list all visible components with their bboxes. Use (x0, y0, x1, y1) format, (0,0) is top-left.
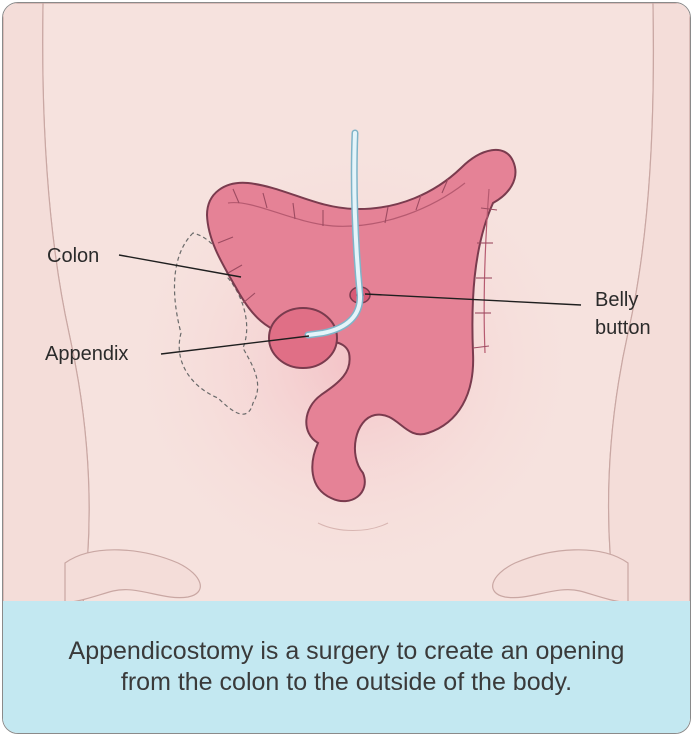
belly-button-label-line1: Belly (595, 289, 638, 311)
appendicostomy-illustration: Colon Appendix Belly button (3, 3, 690, 603)
caption-text: Appendicostomy is a surgery to create an… (47, 636, 647, 698)
belly-button-label-line2: button (595, 317, 651, 339)
cecum (269, 308, 337, 368)
appendix-label: Appendix (45, 343, 128, 365)
caption-box: Appendicostomy is a surgery to create an… (3, 601, 690, 733)
colon-label: Colon (47, 245, 99, 267)
